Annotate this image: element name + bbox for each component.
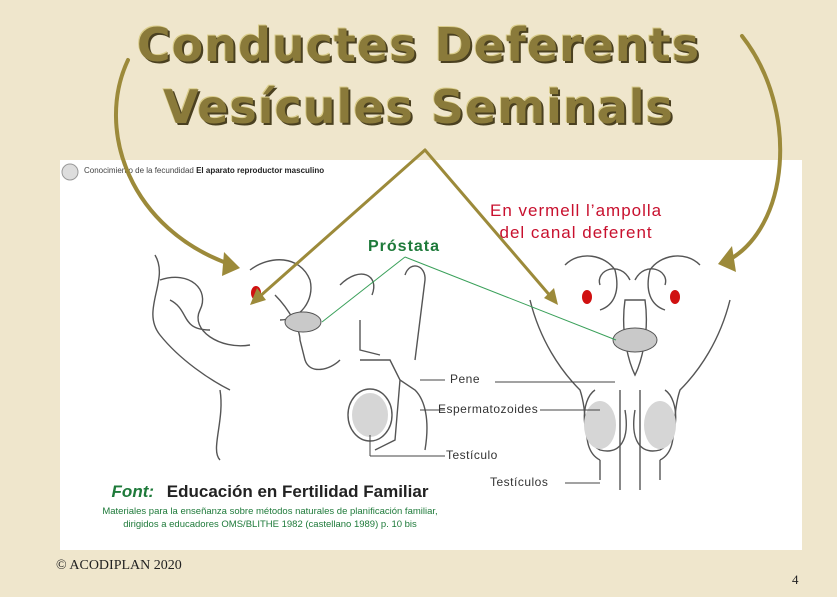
ampulla-label-line1: En vermell l’ampolla: [490, 201, 663, 220]
copyright-text: © ACODIPLAN 2020: [56, 558, 182, 573]
label-testiculo: Testículo: [446, 448, 498, 462]
figure-header-prefix: Conocimiento de la fecundidad: [84, 166, 194, 175]
source-label: Font:: [111, 482, 155, 501]
source-box: Font: Educación en Fertilidad Familiar M…: [60, 478, 480, 550]
ampulla-label-line2: del canal deferent: [499, 223, 653, 242]
source-book-title: Educación en Fertilidad Familiar: [166, 482, 429, 501]
slide-title-line2: Vesícules Seminals: [163, 80, 674, 134]
figure-header-title: El aparato reproductor masculino: [196, 166, 325, 175]
label-pene: Pene: [450, 372, 481, 386]
label-espermatozoides: Espermatozoides: [438, 402, 539, 416]
page-number: 4: [792, 572, 799, 587]
ampulla-label: En vermell l’ampolla del canal deferent: [490, 200, 662, 244]
figure-header: Conocimiento de la fecundidad El aparato…: [84, 166, 324, 175]
slide-title-line1: Conductes Deferents: [136, 18, 701, 72]
prostata-label: Próstata: [368, 238, 441, 255]
anatomy-figure: Conocimiento de la fecundidad El aparato…: [60, 160, 802, 550]
label-testiculos: Testículos: [490, 475, 549, 489]
source-description: Materiales para la enseñanza sobre métod…: [102, 506, 438, 530]
source-title: Font: Educación en Fertilidad Familiar: [60, 482, 480, 502]
